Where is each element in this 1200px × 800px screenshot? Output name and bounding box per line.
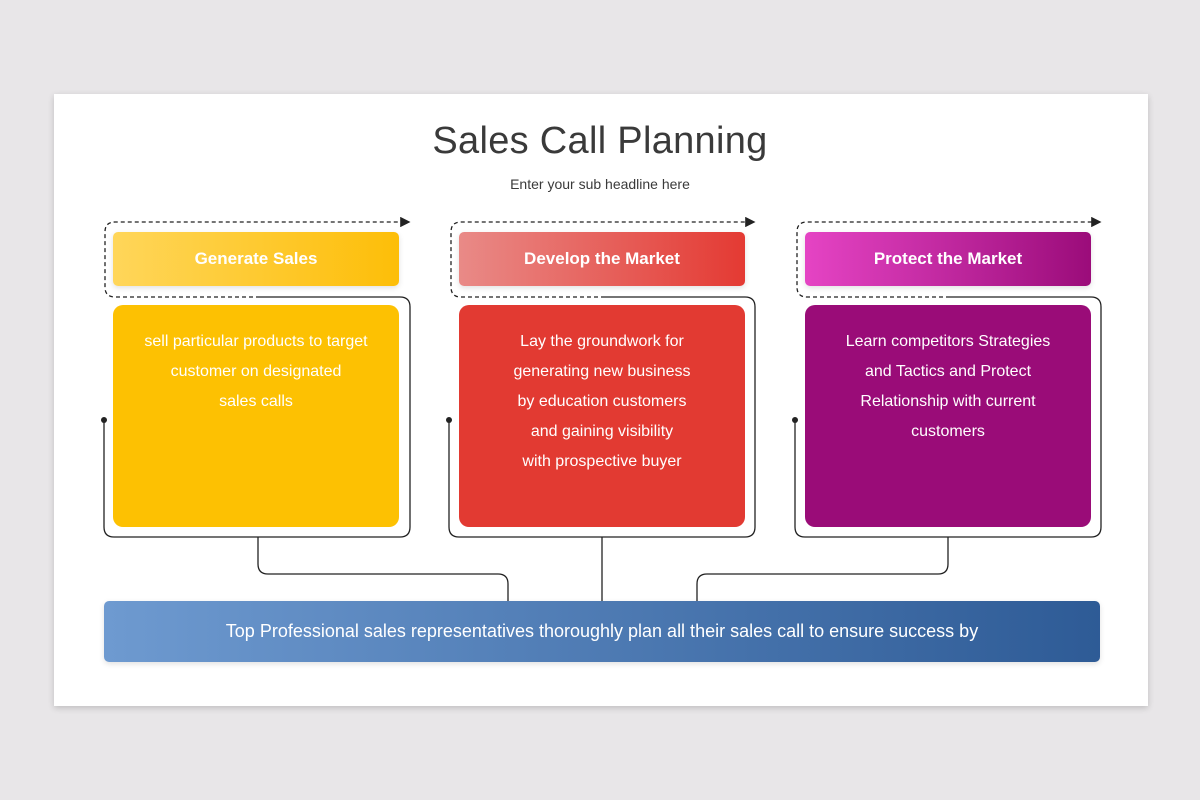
card-line: customers	[911, 423, 985, 440]
card-line: with prospective buyer	[522, 453, 682, 470]
card-protect-market: Learn competitors Strategies and Tactics…	[805, 305, 1091, 527]
card-line: and Tactics and Protect	[864, 363, 1032, 380]
page-subtitle: Enter your sub headline here	[510, 176, 690, 192]
card-line: sell particular products to target	[144, 333, 368, 350]
card-generate-sales: sell particular products to target custo…	[113, 305, 399, 527]
card-develop-market: Lay the groundwork for generating new bu…	[459, 305, 745, 527]
card-line: customer on designated	[170, 363, 342, 380]
card-line: Lay the groundwork for	[520, 333, 684, 350]
card-line: generating new business	[513, 363, 691, 380]
heading-protect-market: Protect the Market	[805, 232, 1091, 286]
card-line: Relationship with current	[860, 393, 1036, 410]
heading-develop-market: Develop the Market	[459, 232, 745, 286]
page-title: Sales Call Planning	[432, 120, 768, 162]
heading-generate-sales: Generate Sales	[113, 232, 399, 286]
summary-text: Top Professional sales representatives t…	[225, 621, 979, 641]
card-line: by education customers	[517, 393, 687, 410]
card-line: and gaining visibility	[530, 423, 674, 440]
card-line: sales calls	[219, 393, 293, 410]
summary-bar: Top Professional sales representatives t…	[104, 601, 1100, 662]
card-line: Learn competitors Strategies	[845, 333, 1051, 350]
